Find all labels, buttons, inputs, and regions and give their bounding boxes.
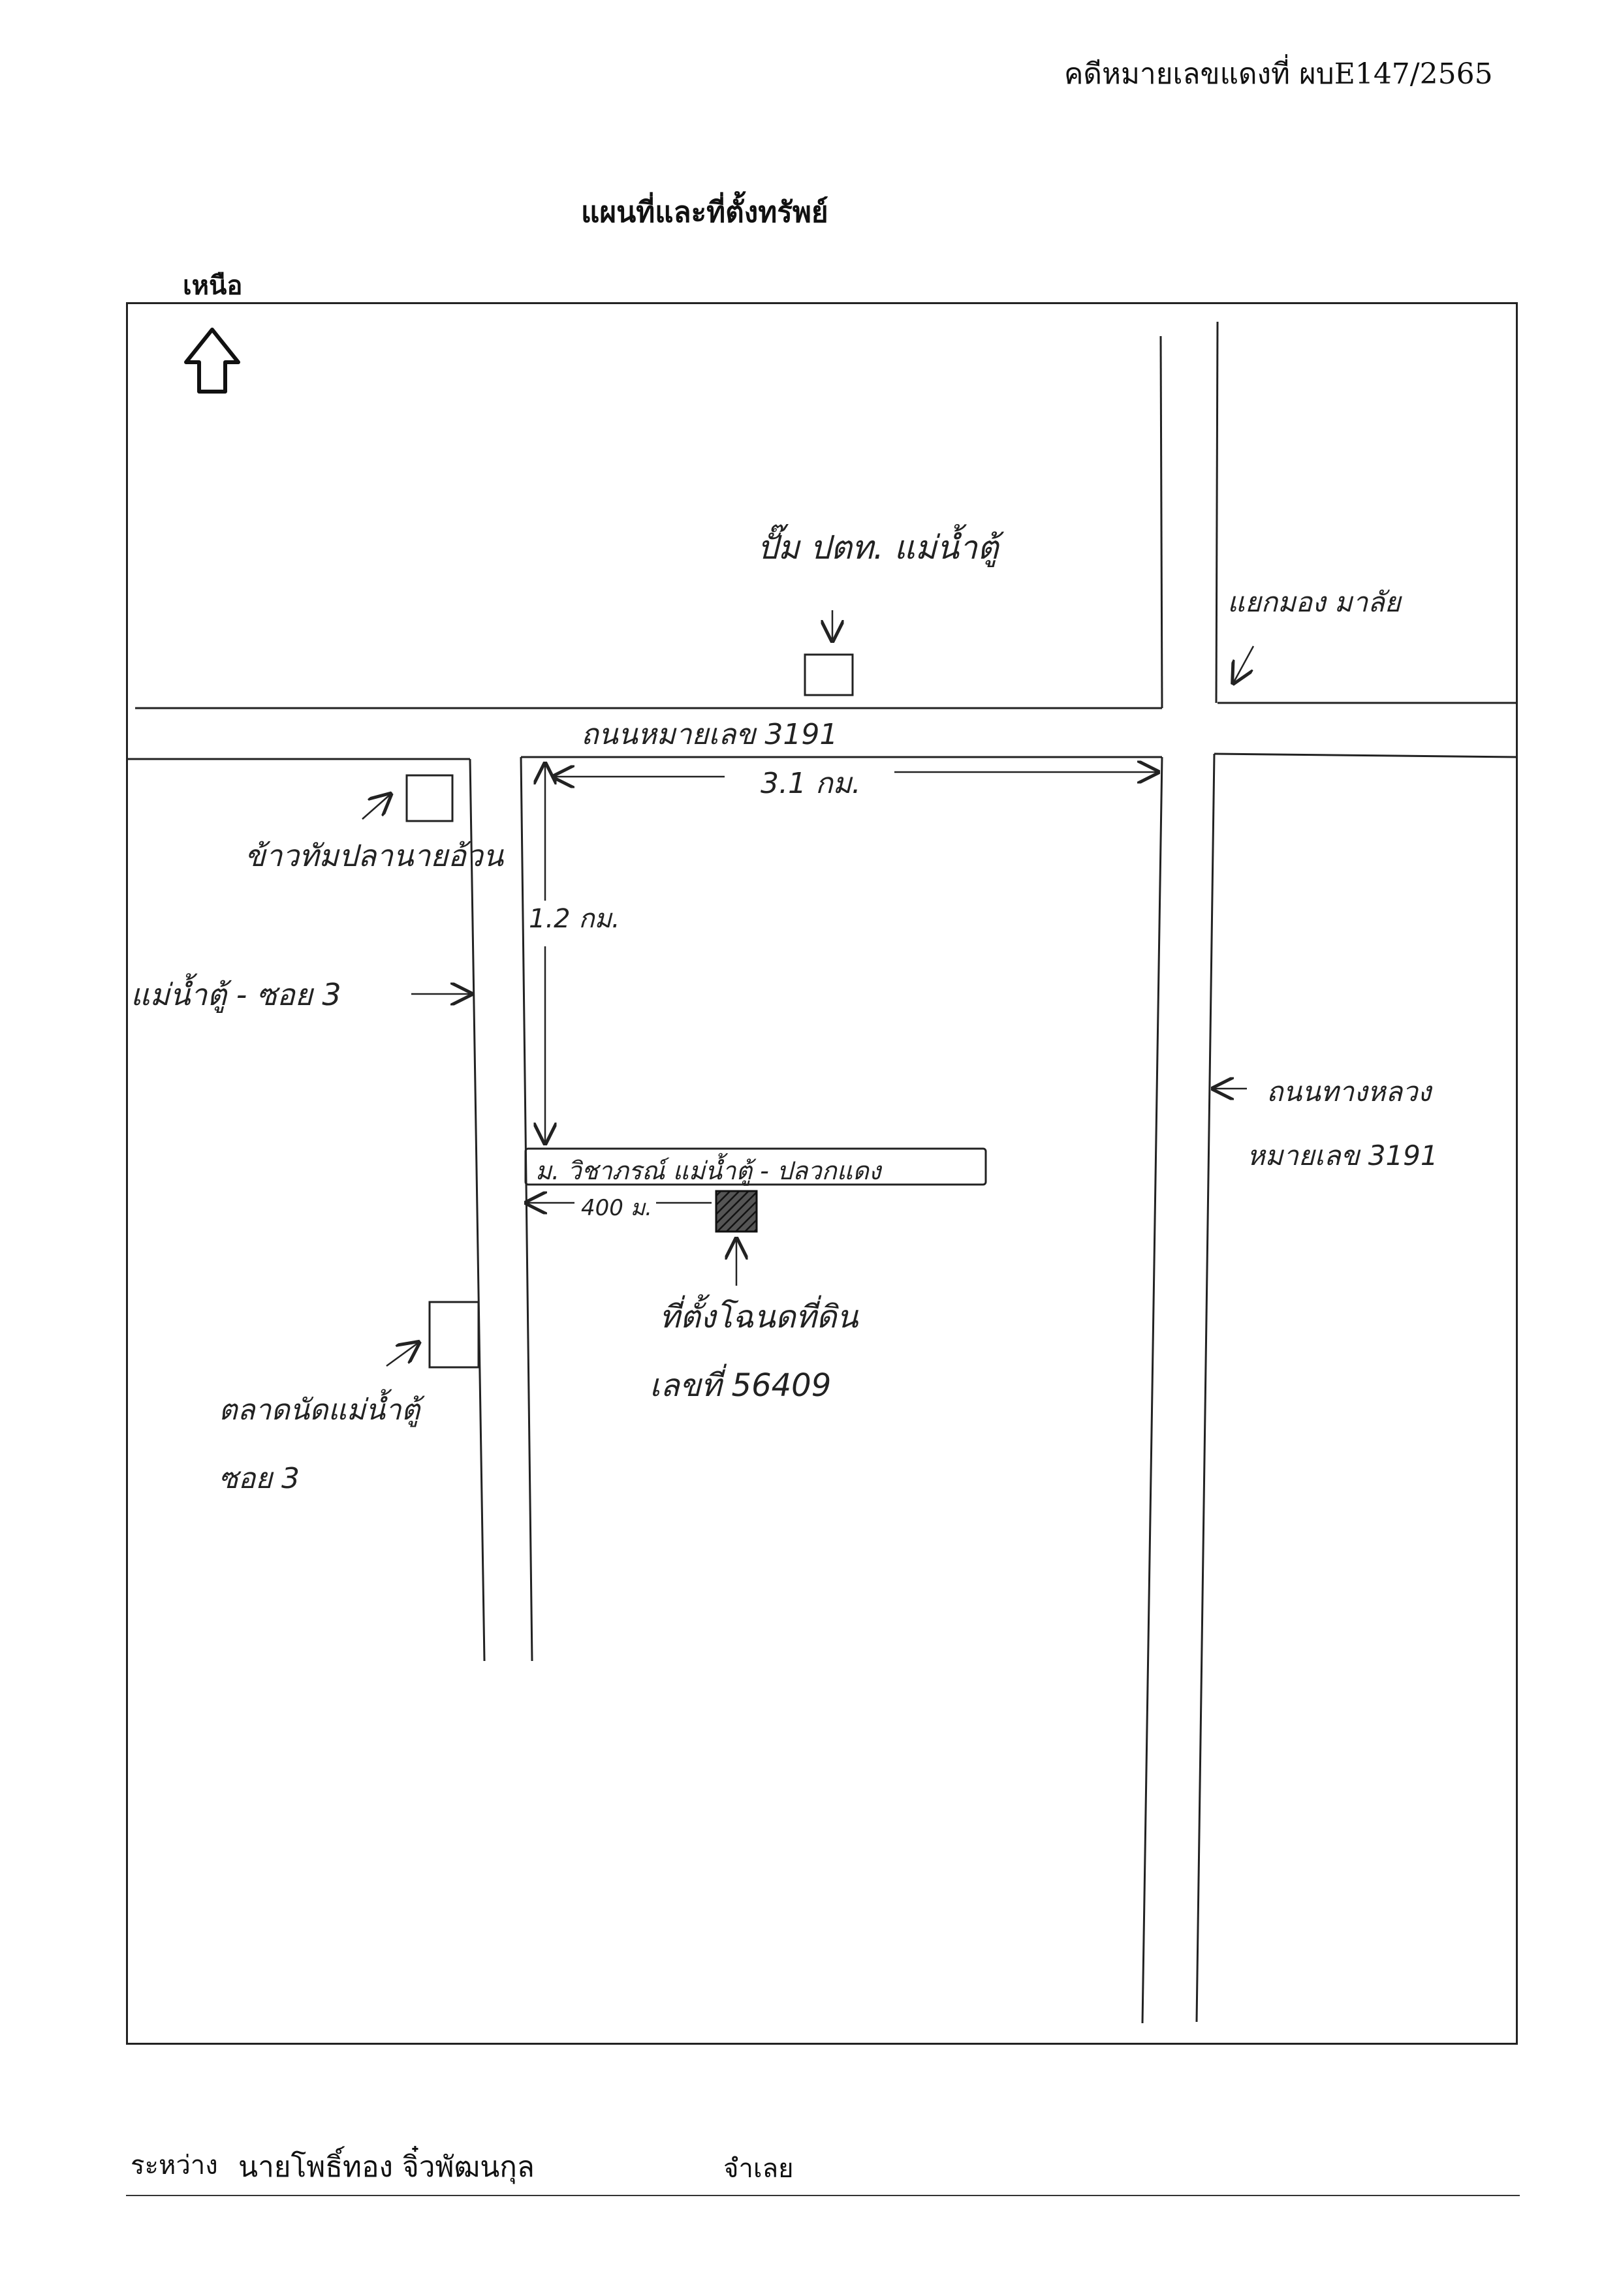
soi-road-left-edge <box>469 758 486 1662</box>
pump-station-label: ปั๊ม ปตท. แม่น้ำตู้ <box>757 529 999 566</box>
market-box <box>428 1301 480 1369</box>
highway-label-line2: หมายเลข 3191 <box>1247 1140 1438 1171</box>
property-label-line1: ที่ตั้งโฉนดที่ดิน <box>659 1299 858 1335</box>
shop-arrow <box>362 795 390 820</box>
footer-divider <box>126 2195 1520 2196</box>
village-road-label: ม. วิชาภรณ์ แม่น้ำตู้ - ปลวกแดง <box>535 1156 881 1185</box>
junction-arrow <box>1234 645 1255 682</box>
pump-station-box <box>804 653 854 696</box>
property-parcel <box>715 1190 758 1233</box>
market-label-line2: ซอย 3 <box>219 1462 300 1495</box>
distance-east-label: 3.1 กม. <box>761 767 861 800</box>
highway-right-edge-north <box>1215 321 1219 704</box>
soi-label: แม่น้ำตู้ - ซอย 3 <box>131 977 341 1012</box>
footer-between: ระหว่าง <box>131 2150 218 2180</box>
footer-defendant-name: นายโพธิ์ทอง จิ๋วพัฒนกุล <box>238 2150 535 2184</box>
map-frame <box>126 302 1518 2045</box>
case-number: คดีหมายเลขแดงที่ ผบE147/2565 <box>1064 57 1493 91</box>
shop-label: ข้าวทัมปลานายอ้วน <box>245 838 504 873</box>
market-arrow <box>386 1343 418 1367</box>
market-label-line1: ตลาดนัดแม่น้ำตู้ <box>219 1393 420 1427</box>
village-road <box>524 1147 987 1186</box>
highway-left-edge-south <box>1141 756 1163 2024</box>
footer-role: จำเลย <box>723 2154 794 2184</box>
north-arrow-icon <box>184 328 240 394</box>
north-label: เหนือ <box>183 270 243 301</box>
distance-short-label: 400 ม. <box>581 1195 652 1221</box>
map-title: แผนที่และที่ตั้งทรัพย์ <box>581 196 828 229</box>
soi-road-right-edge <box>520 756 533 1662</box>
highway-label-line1: ถนนทางหลวง <box>1266 1076 1432 1108</box>
property-label-line2: เลขที่ 56409 <box>650 1367 832 1404</box>
shop-box <box>405 774 454 822</box>
main-road-bottom-edge-east <box>1214 752 1518 758</box>
highway-left-edge-north <box>1159 335 1163 709</box>
main-road-label: ถนนหมายเลข 3191 <box>581 718 838 751</box>
junction-label: แยกมอง มาลัย <box>1227 586 1401 618</box>
distance-south-label: 1.2 กม. <box>529 904 620 934</box>
highway-right-edge-south <box>1195 753 1216 2023</box>
